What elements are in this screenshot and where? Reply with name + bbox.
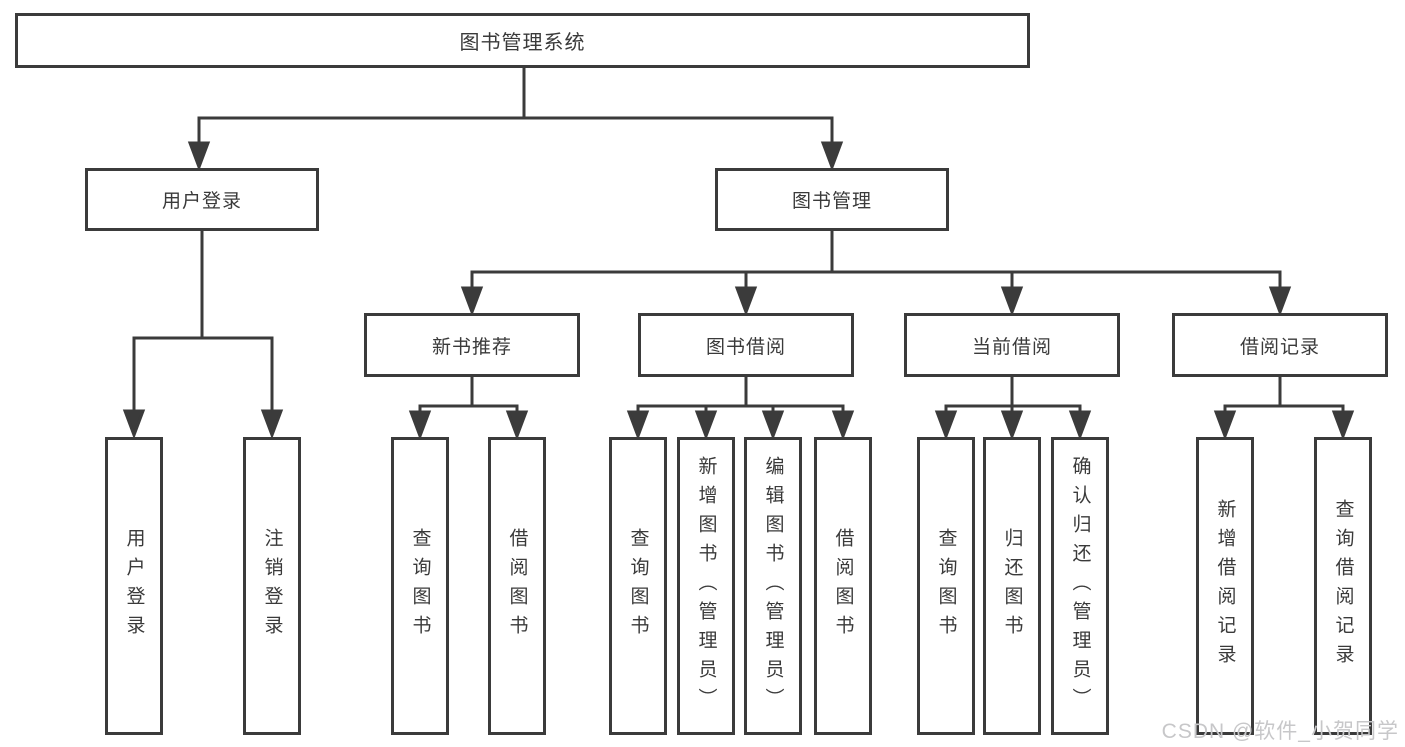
- leaf-confirm-return-admin: 确认归还（管理员）: [1051, 437, 1109, 735]
- node-current-borrow-label: 当前借阅: [971, 336, 1052, 358]
- leaf-return-books: 归还图书: [983, 437, 1041, 735]
- leaf-user-login: 用户登录: [105, 437, 163, 735]
- node-borrow-records: 借阅记录: [1172, 313, 1388, 377]
- leaf-query-books-recommend: 查询图书: [391, 437, 449, 735]
- node-current-borrow: 当前借阅: [904, 313, 1120, 377]
- node-new-book-recommend: 新书推荐: [364, 313, 580, 377]
- node-book-management: 图书管理: [715, 168, 949, 231]
- leaf-query-books-current: 查询图书: [917, 437, 975, 735]
- node-book-management-label: 图书管理: [791, 191, 872, 212]
- node-book-borrow-label: 图书借阅: [705, 336, 786, 358]
- leaf-query-borrow-record: 查询借阅记录: [1314, 437, 1372, 735]
- leaf-logout: 注销登录: [243, 437, 301, 735]
- leaf-borrow-books: 借阅图书: [814, 437, 872, 735]
- leaf-edit-book-admin: 编辑图书（管理员）: [744, 437, 802, 735]
- node-library-system: 图书管理系统: [15, 13, 1030, 68]
- node-book-borrow: 图书借阅: [638, 313, 854, 377]
- csdn-watermark: CSDN @软件_小贺同学: [1161, 720, 1399, 743]
- node-new-book-recommend-label: 新书推荐: [431, 336, 512, 358]
- leaf-query-books-borrow: 查询图书: [609, 437, 667, 735]
- leaf-add-book-admin: 新增图书（管理员）: [677, 437, 735, 735]
- node-borrow-records-label: 借阅记录: [1239, 336, 1320, 358]
- node-user-login: 用户登录: [85, 168, 319, 231]
- node-user-login-label: 用户登录: [161, 191, 242, 212]
- node-library-system-label: 图书管理系统: [459, 32, 586, 54]
- leaf-add-borrow-record: 新增借阅记录: [1196, 437, 1254, 735]
- leaf-borrow-books-recommend: 借阅图书: [488, 437, 546, 735]
